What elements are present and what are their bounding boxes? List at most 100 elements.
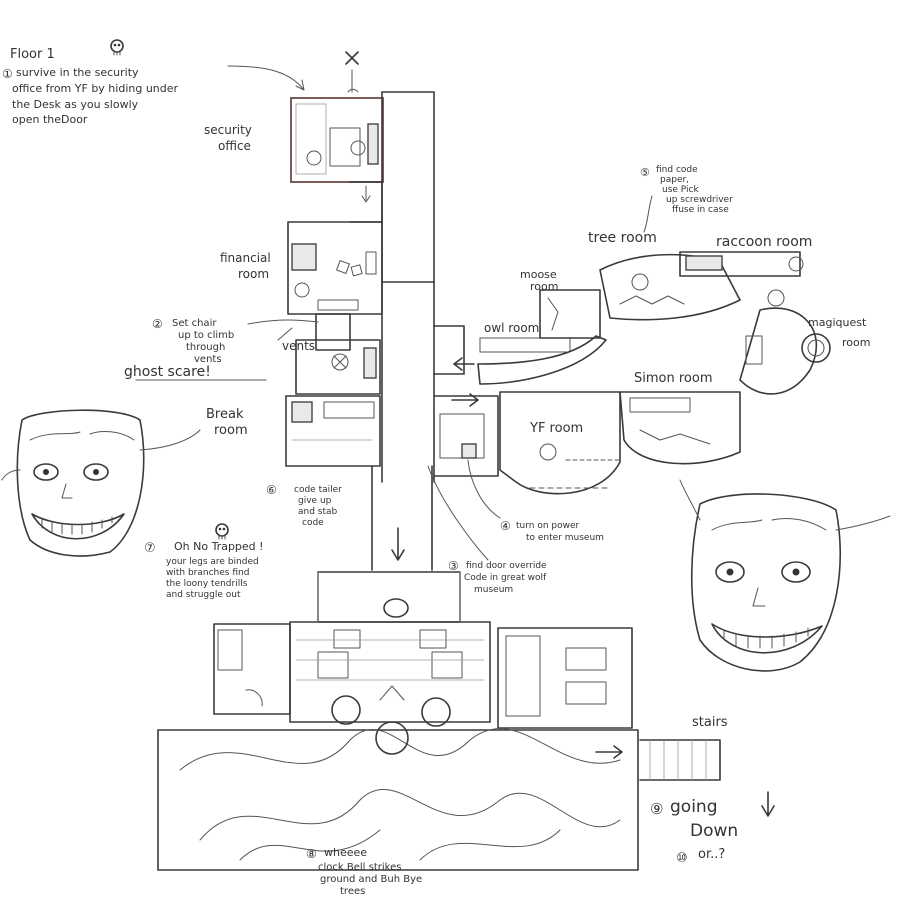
- grinning-face-icon: [679, 479, 891, 672]
- skull-icon: [110, 39, 124, 56]
- room-label-moose: moose: [520, 268, 557, 281]
- right-shops: [497, 627, 633, 729]
- svg-text:or..?: or..?: [698, 847, 725, 862]
- room-label-stairs: stairs: [692, 715, 728, 730]
- svg-text:turn on power: turn on power: [516, 521, 580, 531]
- note-6: ⑥ code tailer give up and stab code: [266, 483, 342, 528]
- svg-text:open theDoor: open theDoor: [12, 113, 88, 126]
- room-label-break-2: room: [214, 423, 248, 438]
- room-label-yf: YF room: [529, 421, 583, 436]
- simon-room: Simon room: [619, 371, 741, 465]
- note-2: ② Set chair up to climb through vents: [152, 317, 319, 365]
- svg-text:wheeee: wheeee: [324, 846, 367, 859]
- room-label-security: security: [204, 123, 252, 137]
- room-label-break: Break: [206, 407, 244, 422]
- svg-text:office from YF by hiding under: office from YF by hiding under: [12, 82, 179, 95]
- room-label-financial-2: room: [238, 267, 269, 281]
- svg-text:⑨: ⑨: [650, 800, 663, 818]
- note-5: ⑤ find code paper, use Pick up screwdriv…: [640, 165, 733, 233]
- svg-text:and struggle out: and struggle out: [166, 590, 241, 600]
- ghost-scare-note: ghost scare!: [124, 364, 267, 381]
- note-8: ⑧ wheeee clock Bell strikes ground and B…: [306, 846, 422, 897]
- svg-text:③: ③: [448, 559, 459, 573]
- left-arrow-icon: [453, 357, 475, 371]
- note-10: ⑩ or..?: [676, 847, 725, 866]
- x-marker-icon: [345, 51, 359, 93]
- svg-text:code tailer: code tailer: [294, 485, 342, 495]
- skull-icon: [215, 523, 229, 540]
- room-label-simon: Simon room: [634, 371, 712, 386]
- svg-text:the loony tendrills: the loony tendrills: [166, 579, 248, 589]
- moose-room: moose room: [520, 268, 601, 339]
- svg-text:code: code: [302, 518, 324, 528]
- svg-text:going: going: [670, 797, 717, 817]
- left-shops: [213, 623, 291, 715]
- svg-text:find code: find code: [656, 165, 698, 175]
- svg-text:paper,: paper,: [660, 175, 689, 185]
- room-label-financial: financial: [220, 251, 271, 265]
- svg-text:Down: Down: [690, 821, 738, 841]
- svg-text:the Desk as you slowly: the Desk as you slowly: [12, 98, 139, 111]
- svg-text:①: ①: [2, 67, 13, 81]
- room-label-raccoon: raccoon room: [716, 234, 812, 250]
- break-room: Break room: [206, 395, 381, 467]
- vents-area: vents: [277, 313, 381, 395]
- room-label-moose-2: room: [530, 280, 558, 293]
- svg-text:find door override: find door override: [466, 561, 547, 571]
- floor-title: Floor 1: [10, 47, 55, 62]
- note-1: ① survive in the security office from YF…: [2, 66, 179, 126]
- svg-text:vents: vents: [194, 354, 222, 365]
- main-corridor-top: [381, 91, 435, 283]
- right-arrow-icon: [451, 393, 479, 407]
- svg-text:④: ④: [500, 519, 511, 533]
- svg-text:Code in great wolf: Code in great wolf: [464, 573, 547, 583]
- note-1-arrow: [227, 65, 305, 91]
- ghost-scare-label: ghost scare!: [124, 364, 211, 380]
- svg-text:ffuse in case: ffuse in case: [672, 205, 729, 215]
- note-3: ③ find door override Code in great wolf …: [448, 559, 547, 595]
- svg-text:to enter museum: to enter museum: [526, 533, 604, 543]
- down-arrow-icon: [361, 185, 371, 203]
- right-arrow-icon-2: [595, 745, 623, 759]
- svg-text:museum: museum: [474, 585, 513, 595]
- svg-text:with branches find: with branches find: [166, 568, 249, 578]
- svg-text:②: ②: [152, 317, 163, 331]
- svg-text:survive in the security: survive in the security: [16, 66, 139, 79]
- down-arrow-icon-2: [391, 527, 405, 561]
- svg-text:⑩: ⑩: [676, 851, 688, 866]
- svg-text:clock Bell strikes: clock Bell strikes: [318, 862, 401, 873]
- note-9: ⑨ going Down: [650, 791, 775, 841]
- room-label-owl: owl room: [484, 321, 539, 335]
- raccoon-room: raccoon room: [679, 234, 812, 307]
- room-label-magiquest: magiquest: [808, 316, 867, 329]
- room-label-vents: vents: [282, 339, 315, 353]
- floor-title-block: Floor 1 ① survive in the security office…: [2, 39, 305, 126]
- down-arrow-icon-3: [761, 791, 775, 817]
- note-4: ④ turn on power to enter museum: [467, 459, 604, 543]
- tree-room: tree room: [588, 230, 741, 321]
- svg-text:your legs are binded: your legs are binded: [166, 557, 259, 567]
- svg-text:⑤: ⑤: [640, 166, 650, 179]
- svg-text:Set chair: Set chair: [172, 318, 217, 329]
- note-3-arrow: [427, 465, 489, 561]
- svg-text:and stab: and stab: [298, 507, 338, 517]
- yf-room: YF room: [499, 391, 623, 495]
- security-office: security office: [204, 97, 384, 183]
- main-corridor: [381, 281, 435, 483]
- svg-text:up screwdriver: up screwdriver: [666, 195, 733, 205]
- svg-text:ground and Buh Bye: ground and Buh Bye: [320, 874, 422, 885]
- tree-tangle: [157, 685, 639, 871]
- svg-text:up to climb: up to climb: [178, 330, 234, 341]
- room-label-security-2: office: [218, 139, 251, 153]
- svg-text:trees: trees: [340, 886, 365, 897]
- svg-text:through: through: [186, 342, 225, 353]
- stairs: stairs: [595, 715, 728, 781]
- svg-text:⑧: ⑧: [306, 847, 317, 861]
- svg-text:Oh No Trapped !: Oh No Trapped !: [174, 540, 264, 553]
- room-label-magiquest-2: room: [842, 336, 870, 349]
- lobby: [289, 571, 491, 723]
- grinning-face-icon: [1, 409, 201, 557]
- power-room: [433, 393, 499, 477]
- svg-text:⑦: ⑦: [144, 541, 156, 556]
